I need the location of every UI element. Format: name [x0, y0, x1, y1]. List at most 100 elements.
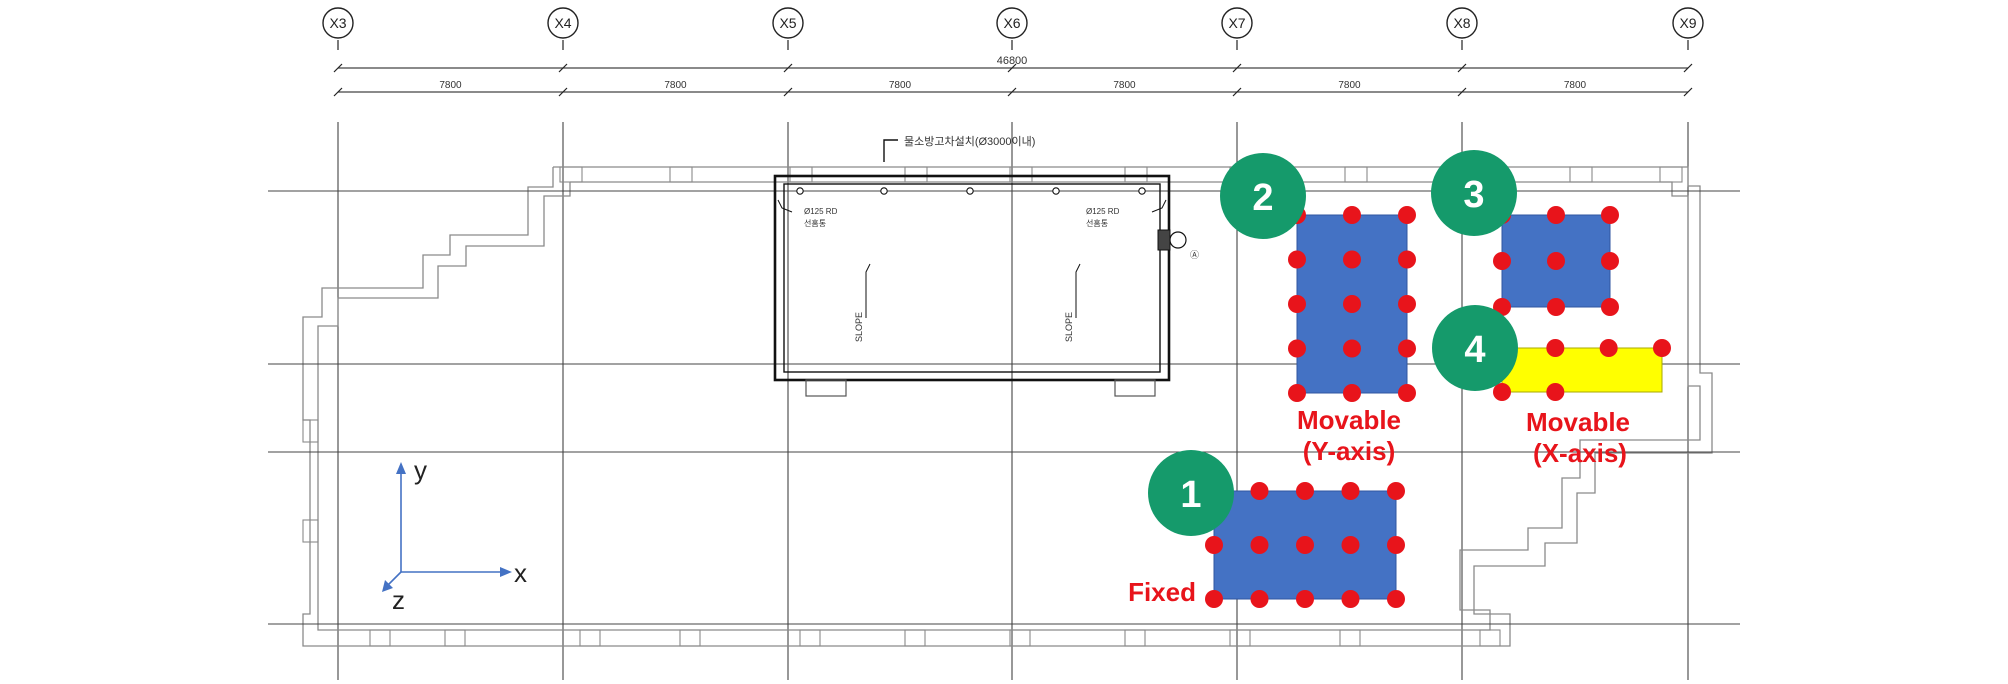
span-dimension-label: 7800	[1564, 80, 1587, 91]
wall-pilaster	[302, 419, 319, 443]
module-3-support-point	[1601, 206, 1619, 224]
wall-pilaster	[1479, 629, 1501, 647]
module-2-support-point	[1398, 295, 1416, 313]
wall-pilaster	[904, 166, 928, 183]
wall-pilaster	[444, 629, 466, 647]
tank-outer-frame	[773, 174, 1171, 382]
module-3-badge-number: 3	[1463, 174, 1484, 216]
tank-anchor-point	[796, 187, 804, 195]
wall-pilaster	[789, 166, 813, 183]
module-2-label-axis: (Y-axis)	[1303, 436, 1396, 466]
module-1-label: Fixed	[1128, 577, 1196, 607]
wall-pilaster	[1229, 629, 1251, 647]
module-2-badge	[1220, 153, 1306, 239]
tank-inner-frame	[783, 183, 1161, 373]
module-4: 4 Movable (X-axis)	[1432, 305, 1671, 468]
wall-pilaster	[1009, 629, 1031, 647]
grid-bubble-x8	[1446, 7, 1478, 39]
grid-label-x9: X9	[1679, 15, 1696, 31]
module-1-support-point	[1296, 590, 1314, 608]
wall-pilasters	[302, 166, 1683, 647]
tank-anchor-point	[966, 187, 974, 195]
module-2-support-point	[1343, 206, 1361, 224]
wall-pilaster	[904, 629, 926, 647]
module-1-badge-number: 1	[1180, 474, 1201, 516]
span-dimension-label: 7800	[1113, 80, 1136, 91]
module-4-badge	[1432, 305, 1518, 391]
module-4-panel	[1501, 347, 1663, 393]
module-4-support-point	[1493, 383, 1511, 401]
valve-marker: Ⓐ	[1190, 250, 1199, 260]
tank-foot-left	[805, 379, 847, 397]
z-axis-line	[386, 571, 402, 587]
building-outline	[302, 166, 1713, 647]
module-4-label-axis: (X-axis)	[1533, 438, 1627, 468]
z-axis-arrow	[382, 580, 393, 592]
z-axis-label: z	[392, 585, 405, 615]
y-axis-arrow	[396, 462, 406, 474]
module-2-support-point	[1343, 295, 1361, 313]
module-2-support-point	[1398, 206, 1416, 224]
span-dimension-tick	[1457, 87, 1467, 97]
right-pipe-label: Ø125 RD	[1086, 207, 1120, 216]
wall-pilaster	[679, 629, 701, 647]
wall-pilaster	[1659, 166, 1683, 183]
span-dimension-tick	[1683, 87, 1693, 97]
module-3-support-point	[1547, 252, 1565, 270]
y-axis-label: y	[414, 455, 427, 485]
right-pipe-tick	[1151, 199, 1167, 213]
module-3-support-point	[1601, 252, 1619, 270]
module-2-support-point	[1343, 250, 1361, 269]
module-1-support-point	[1341, 536, 1360, 554]
module-1-badge	[1148, 450, 1234, 536]
wall-pilaster	[1124, 166, 1148, 183]
x-axis-label: x	[514, 558, 527, 588]
total-dimension-tick	[558, 63, 568, 73]
wall-pilaster	[669, 166, 693, 183]
grid-bubble-x5	[772, 7, 804, 39]
total-dimension-tick	[333, 63, 343, 73]
module-1-support-point	[1387, 590, 1405, 608]
module-4-support-point	[1546, 339, 1565, 357]
left-pipe-label: Ø125 RD	[804, 207, 838, 216]
module-1-support-point	[1205, 536, 1223, 554]
module-2-support-point	[1288, 295, 1306, 313]
coordinate-system: y x z	[382, 455, 527, 615]
panel-modules: 1 Fixed 2 Movable (Y-axis) 3 4 Movable (…	[1128, 150, 1671, 608]
module-1-support-point	[1387, 482, 1405, 500]
module-1-support-point	[1296, 536, 1314, 554]
outer-wall	[302, 166, 1713, 647]
module-2-support-point	[1288, 384, 1306, 402]
module-1-support-point	[1250, 482, 1269, 500]
tank-callout: 물소방고차설치(Ø3000이내)	[904, 135, 1035, 148]
tank-anchor-points	[796, 187, 1146, 195]
grid-label-x7: X7	[1228, 15, 1245, 31]
module-3-support-point	[1547, 206, 1565, 224]
wall-pilaster	[1569, 166, 1593, 183]
grid-label-x6: X6	[1003, 15, 1020, 31]
span-dimension-tick	[558, 87, 568, 97]
slope-left-label: SLOPE	[854, 312, 864, 342]
grid-bubble-x9	[1672, 7, 1704, 39]
total-dimension-tick	[1232, 63, 1242, 73]
water-tank: 물소방고차설치(Ø3000이내) Ø125 RD 선홈통 Ø125 RD 선홈통…	[773, 135, 1199, 397]
left-pipe-tick	[777, 199, 793, 213]
tank-anchor-point	[1138, 187, 1146, 195]
module-2-support-point	[1398, 339, 1416, 358]
module-1-support-point	[1296, 482, 1314, 500]
module-3-support-point	[1547, 298, 1565, 316]
module-4-support-point	[1546, 383, 1565, 401]
module-3-support-point	[1601, 298, 1619, 316]
span-dimension-label: 7800	[889, 80, 912, 91]
grid-bubble-x6	[996, 7, 1028, 39]
tank-anchor-point	[880, 187, 888, 195]
module-3: 3	[1431, 150, 1619, 316]
wall-pilaster	[1124, 629, 1146, 647]
grid-bubble-x3	[322, 7, 354, 39]
module-4-support-point	[1653, 339, 1671, 357]
module-2-badge-number: 2	[1252, 177, 1273, 219]
module-1-support-point	[1250, 590, 1269, 608]
slope-right-label: SLOPE	[1064, 312, 1074, 342]
